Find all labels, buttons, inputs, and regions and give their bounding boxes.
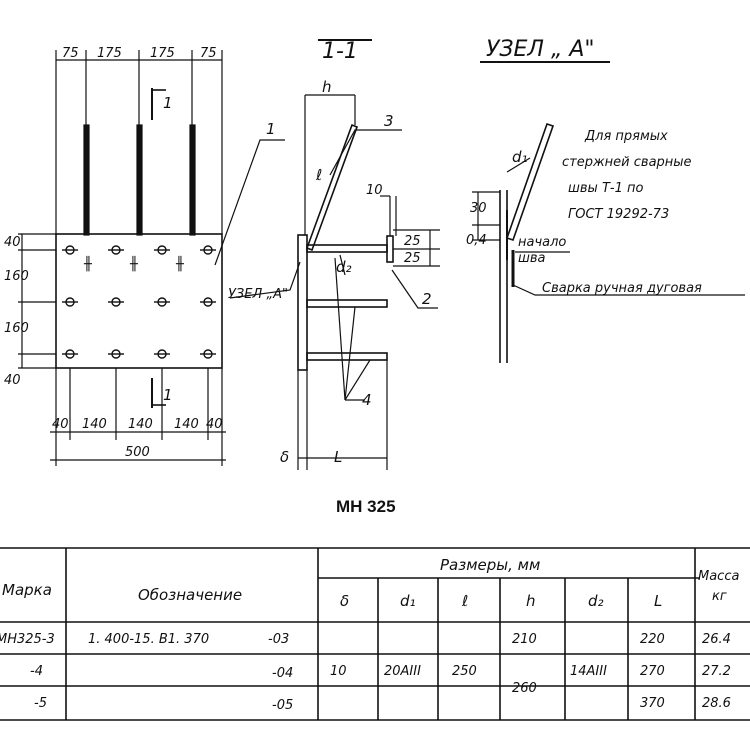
row-1-L: 220 <box>640 632 665 647</box>
th-L: L <box>654 592 662 610</box>
dim-L: L <box>334 448 342 466</box>
row-3-marka: -5 <box>34 696 47 711</box>
straight-rod <box>306 299 388 308</box>
dim-bottom-5: 40 <box>206 417 223 432</box>
th-oboz: Обозначение <box>138 586 242 604</box>
section-plate <box>297 234 308 371</box>
row-1-h: 210 <box>512 632 537 647</box>
label-1: 1 <box>266 120 276 138</box>
dim-top-3: 175 <box>150 46 175 61</box>
shared-h2: 260 <box>512 681 537 696</box>
section-title: 1-1 <box>322 39 358 64</box>
svg-text:╫: ╫ <box>175 255 184 272</box>
row-3-L: 370 <box>640 696 665 711</box>
dim-bottom-3: 140 <box>128 417 153 432</box>
dim-d1: d₁ <box>512 148 528 166</box>
weld-start-2: шва <box>518 251 546 266</box>
dim-delta: δ <box>280 448 289 466</box>
washer-2 <box>386 235 394 263</box>
row-3-suffix: -05 <box>272 698 293 713</box>
dim-bottom-1: 40 <box>52 417 69 432</box>
dim-top-4: 75 <box>200 46 217 61</box>
th-d2: d₂ <box>588 592 604 610</box>
shared-d1: 20AIII <box>384 664 421 679</box>
row-2-L: 270 <box>640 664 665 679</box>
weld-start: начало <box>518 235 566 250</box>
row-2-suffix: -04 <box>272 666 293 681</box>
note-line-2: стержней сварные <box>562 155 692 170</box>
label-4: 4 <box>362 391 372 409</box>
dim-d2: d₂ <box>336 258 352 276</box>
dim-h: h <box>322 78 332 96</box>
dim-30: 30 <box>470 201 487 216</box>
rod <box>189 124 196 236</box>
hole-grid <box>62 245 216 359</box>
dim-04: 0,4 <box>466 233 487 248</box>
row-1-oboz: 1. 400-15. В1. 370 <box>88 632 209 647</box>
dim-l-rod: ℓ <box>315 166 322 184</box>
note-line-3: швы Т-1 по <box>568 181 643 196</box>
rod <box>136 124 143 236</box>
row-2-massa: 27.2 <box>702 664 731 679</box>
dim-25b: 25 <box>404 251 421 266</box>
straight-rod <box>306 352 388 361</box>
shared-l: 250 <box>452 664 477 679</box>
weld-note: Сварка ручная дуговая <box>542 281 702 296</box>
note-line-1: Для прямых <box>584 129 668 144</box>
row-1-marka: МН325-3 <box>0 632 55 647</box>
row-2-marka: -4 <box>30 664 43 679</box>
dim-top-1: 75 <box>62 46 79 61</box>
dim-left-2: 160 <box>4 269 29 284</box>
th-massa: Масса <box>698 569 739 584</box>
dim-left-1: 40 <box>4 235 21 250</box>
spec-table-grid <box>0 547 750 721</box>
th-l: ℓ <box>461 592 468 610</box>
rod <box>83 124 90 236</box>
th-massa-unit: кг <box>712 589 727 604</box>
inclined-rod <box>305 123 359 252</box>
node-ref: УЗЕЛ „А" <box>228 287 288 302</box>
svg-text:╫: ╫ <box>129 255 138 272</box>
dim-left-4: 40 <box>4 373 21 388</box>
row-1-massa: 26.4 <box>702 632 731 647</box>
dim-bottom-2: 140 <box>82 417 107 432</box>
straight-rod <box>306 244 388 253</box>
shared-d2: 14AIII <box>570 664 607 679</box>
svg-text:╫: ╫ <box>83 255 92 272</box>
dim-total: 500 <box>125 445 150 460</box>
node-title: УЗЕЛ „ А" <box>486 37 595 62</box>
section-mark-bottom: 1 <box>163 386 173 404</box>
th-d1: d₁ <box>400 592 416 610</box>
shared-delta: 10 <box>330 664 347 679</box>
dim-left-3: 160 <box>4 321 29 336</box>
th-marka: Марка <box>2 581 52 599</box>
section-mark-top: 1 <box>163 94 173 112</box>
th-h: h <box>526 592 536 610</box>
row-3-massa: 28.6 <box>702 696 731 711</box>
figure-caption: МН 325 <box>336 497 396 516</box>
row-1-suffix: -03 <box>268 632 289 647</box>
dim-top-2: 175 <box>97 46 122 61</box>
anchor-plate <box>55 233 223 369</box>
dim-bottom-4: 140 <box>174 417 199 432</box>
th-delta: δ <box>340 592 349 610</box>
dim-10: 10 <box>366 183 383 198</box>
dim-25a: 25 <box>404 234 421 249</box>
node-rod <box>505 122 555 242</box>
label-2: 2 <box>422 290 432 308</box>
note-line-4: ГОСТ 19292-73 <box>568 207 669 222</box>
label-3: 3 <box>384 112 394 130</box>
th-razmery: Размеры, мм <box>440 556 540 574</box>
